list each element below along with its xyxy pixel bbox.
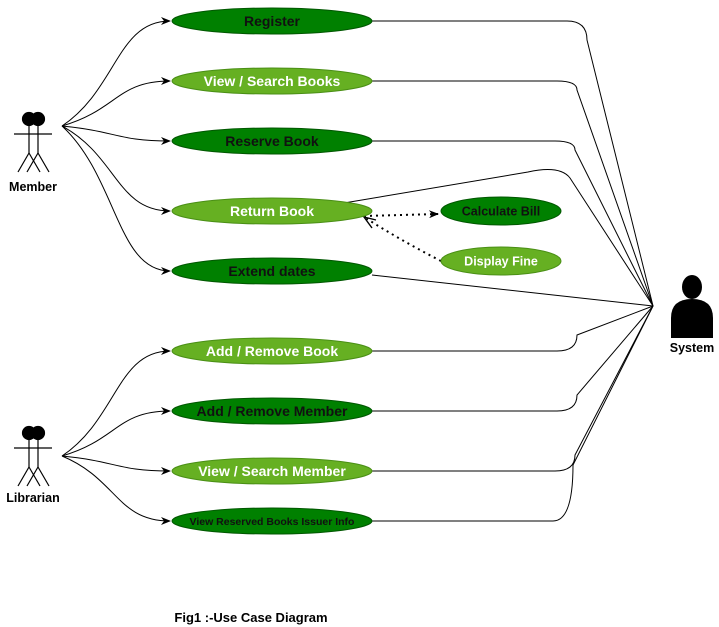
- extension-calculate-bill[interactable]: Calculate Bill: [440, 196, 562, 226]
- extension-label: Display Fine: [464, 255, 538, 269]
- use-case-ellipse: [171, 337, 373, 365]
- use-case-ellipse: [171, 457, 373, 485]
- system-actor-icon: [671, 275, 713, 338]
- association-view-search-member: [61, 455, 171, 475]
- use-case-extend-dates[interactable]: Extend dates: [171, 257, 373, 285]
- extend-arrowhead: [362, 215, 377, 229]
- use-case-reserve-book[interactable]: Reserve Book: [171, 127, 373, 155]
- use-case-label: View / Search Books: [204, 73, 341, 89]
- librarian-actor-icon: [14, 425, 52, 487]
- extension-ellipse: [440, 196, 562, 226]
- association-view-reserved-books-issuer-info: [61, 455, 171, 525]
- association-add-remove-book: [61, 347, 171, 457]
- use-case-label: Extend dates: [228, 263, 315, 279]
- system-link-add-remove-book: [372, 305, 654, 352]
- use-case-ellipse: [171, 67, 373, 95]
- use-case-view-search-member[interactable]: View / Search Member: [171, 457, 373, 485]
- system-link-add-remove-member: [372, 305, 654, 412]
- member-actor-icon: [14, 111, 52, 173]
- association-add-remove-member: [61, 407, 171, 457]
- use-case-label: View / Search Member: [198, 463, 346, 479]
- association-reserve-book: [61, 125, 171, 145]
- extension-label: Calculate Bill: [462, 205, 541, 219]
- use-case-view-reserved-books-issuer-info[interactable]: View Reserved Books Issuer Info: [171, 507, 373, 535]
- system-actor: System: [670, 275, 714, 355]
- system-link-return-book: [343, 169, 654, 307]
- system-link-register: [372, 20, 654, 307]
- system-link-view-reserved-books-issuer-info: [372, 305, 654, 522]
- librarian-label: Librarian: [6, 491, 60, 505]
- system-link-extend-dates: [371, 274, 654, 307]
- use-case-ellipse: [171, 397, 373, 425]
- diagram-caption: Fig1 :-Use Case Diagram: [174, 610, 327, 625]
- use-case-label: Return Book: [230, 203, 314, 219]
- use-case-label: Register: [244, 13, 301, 29]
- association-view-search-books: [61, 77, 171, 127]
- use-case-ellipse: [171, 507, 373, 535]
- use-case-ellipse: [171, 197, 373, 225]
- extension-ellipse: [440, 246, 562, 276]
- association-return-book: [61, 125, 171, 215]
- use-case-label: View Reserved Books Issuer Info: [190, 516, 355, 528]
- association-register: [61, 17, 171, 127]
- librarian-actor: Librarian: [6, 425, 60, 505]
- use-case-ellipse: [171, 7, 373, 35]
- use-case-label: Add / Remove Member: [197, 403, 348, 419]
- use-case-ellipse: [171, 257, 373, 285]
- member-actor: Member: [9, 111, 57, 194]
- use-case-ellipse: [171, 127, 373, 155]
- use-case-register[interactable]: Register: [171, 7, 373, 35]
- use-case-view-search-books[interactable]: View / Search Books: [171, 67, 373, 95]
- extend-link-display-fine: [363, 216, 442, 262]
- use-case-add-remove-book[interactable]: Add / Remove Book: [171, 337, 373, 365]
- system-link-reserve-book: [372, 140, 654, 307]
- association-extend-dates: [61, 125, 171, 275]
- use-case-return-book[interactable]: Return Book: [171, 197, 373, 225]
- use-case-add-remove-member[interactable]: Add / Remove Member: [171, 397, 373, 425]
- system-links: [343, 20, 654, 522]
- use-case-label: Reserve Book: [225, 133, 319, 149]
- association-lines: [61, 17, 171, 525]
- member-label: Member: [9, 180, 57, 194]
- system-link-view-search-member: [372, 305, 654, 472]
- extend-links: [362, 210, 442, 262]
- extension-display-fine[interactable]: Display Fine: [440, 246, 562, 276]
- system-label: System: [670, 341, 714, 355]
- extend-link-calculate-bill: [363, 210, 439, 219]
- use-case-label: Add / Remove Book: [206, 343, 338, 359]
- system-link-view-search-books: [372, 80, 654, 307]
